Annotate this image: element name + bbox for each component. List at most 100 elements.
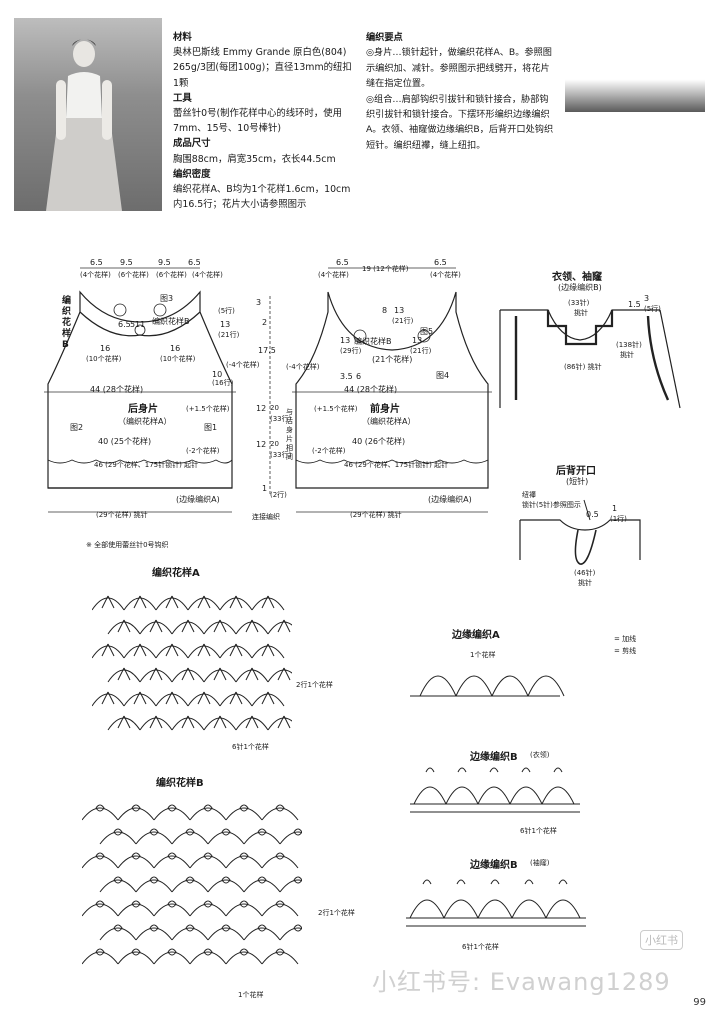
collar-title: 衣领、袖窿 <box>552 272 602 283</box>
picot-stitch <box>239 852 249 860</box>
shell-stitch <box>123 597 157 611</box>
picot-stitch <box>293 924 302 932</box>
front-same-char-3: 身 <box>286 426 293 434</box>
back-inner-16a: 16 <box>100 344 111 353</box>
edge-a-repeat: 1个花样 <box>470 651 496 659</box>
arch-stitch <box>135 831 173 845</box>
arch-stitch <box>243 879 281 893</box>
fan-stitch <box>133 595 147 609</box>
back-side-16rows: (16行) <box>212 379 234 387</box>
back-dec-2: (-2个花样) <box>186 447 220 455</box>
arch-stitch <box>225 855 263 869</box>
fan-stitch <box>149 619 163 633</box>
shell-stitch <box>155 597 189 611</box>
picot-stitch <box>203 900 213 908</box>
back-inner-65: 6.5 <box>118 320 131 329</box>
front-neck-13: 13 <box>394 306 405 315</box>
back-body-pattern: （编织花样A） <box>118 417 172 426</box>
picot-stitch <box>131 900 141 908</box>
front-top-count-1: (4个花样) <box>318 271 349 279</box>
fan-stitch <box>277 667 291 681</box>
fan-stitch <box>261 643 275 657</box>
front-same-char-5: 相 <box>286 444 293 452</box>
arch-stitch <box>171 927 209 941</box>
front-width-46: 46 (29个花样、175针锁针) 起针 <box>344 461 449 469</box>
front-neck-8: 8 <box>382 306 388 315</box>
arch-stitch <box>189 855 227 869</box>
arch-stitch <box>99 927 137 941</box>
fan-stitch <box>197 595 211 609</box>
shell-stitch <box>107 717 141 731</box>
back-inner-count-b: (10个花样) <box>160 355 196 363</box>
arch-stitch <box>82 855 119 869</box>
pattern-b-title: 编织花样B <box>156 778 204 789</box>
collar-diagram-outline <box>499 309 681 409</box>
shell-stitch <box>251 693 285 707</box>
picot-stitch <box>422 879 432 885</box>
arch-stitch <box>82 903 119 917</box>
picot-stitch <box>185 924 195 932</box>
collar-138: (138针) <box>616 341 642 349</box>
picot-stitch <box>275 948 285 956</box>
edge-scallop <box>443 899 479 919</box>
edge-scallop <box>477 786 511 805</box>
picot-stitch <box>167 852 177 860</box>
fan-stitch <box>197 691 211 705</box>
fan-stitch <box>133 691 147 705</box>
back-yoke-char-2: 织 <box>62 307 72 317</box>
fan-stitch <box>149 715 163 729</box>
shell-stitch <box>251 597 285 611</box>
front-width-40: 40 (26个花样) <box>352 437 406 446</box>
fan-stitch <box>261 595 275 609</box>
front-same-char-1: 与 <box>286 408 293 416</box>
shell-stitch <box>235 669 269 683</box>
arch-stitch <box>171 879 209 893</box>
back-right-dim-2: 2 <box>262 318 268 327</box>
shell-stitch <box>219 693 253 707</box>
shell-stitch <box>219 645 253 659</box>
arch-stitch <box>82 807 119 821</box>
back-rows-20b: 20 <box>270 440 279 448</box>
back-inner-5: 5 <box>130 320 136 329</box>
tools-heading: 工具 <box>173 92 192 104</box>
back-opening-1row: (1行) <box>610 515 627 523</box>
back-right-dim-175: 17.5 <box>258 346 276 355</box>
edge-b1-sub: (衣领) <box>530 751 550 759</box>
picot-stitch <box>95 852 105 860</box>
fan-stitch <box>181 667 195 681</box>
edge-scallop <box>545 899 581 919</box>
notes-p1: ◎身片…锁针起针，做编织花样A、B。参照图示编织加、减针。参照图示把线劈开，将花… <box>366 47 552 90</box>
front-top-dim-2: 19 (12个花样) <box>362 265 409 273</box>
front-side-13b: 13 <box>412 336 423 345</box>
fan-stitch <box>117 667 131 681</box>
front-same-char-4: 片 <box>286 435 293 443</box>
shell-stitch <box>267 669 292 683</box>
picot-stitch <box>167 948 177 956</box>
arch-stitch <box>225 807 263 821</box>
arch-stitch <box>153 903 191 917</box>
fan-stitch <box>261 691 275 705</box>
picot-stitch <box>95 804 105 812</box>
collar-33: (33针) <box>568 299 590 307</box>
fan-stitch <box>229 691 243 705</box>
arch-stitch <box>243 927 281 941</box>
edge-b1-title: 边缘编织B <box>470 752 518 763</box>
shell-stitch <box>171 717 205 731</box>
fan-stitch <box>229 643 243 657</box>
picot-stitch <box>167 804 177 812</box>
notes-heading: 编织要点 <box>366 32 403 43</box>
picot-stitch <box>149 828 159 836</box>
picot-stitch <box>167 900 177 908</box>
materials-heading: 材料 <box>173 32 192 43</box>
picot-stitch <box>490 879 500 885</box>
picot-stitch <box>113 876 123 884</box>
edge-scallop <box>477 899 513 919</box>
picot-stitch <box>131 804 141 812</box>
arch-stitch <box>117 855 155 869</box>
edge-scallop <box>509 786 543 805</box>
shell-stitch <box>203 669 237 683</box>
fan-stitch <box>277 715 291 729</box>
back-width-44: 44 (28个花样) <box>90 385 144 394</box>
back-yoke-char-4: 样 <box>62 329 72 339</box>
back-opening-outline <box>519 519 641 560</box>
